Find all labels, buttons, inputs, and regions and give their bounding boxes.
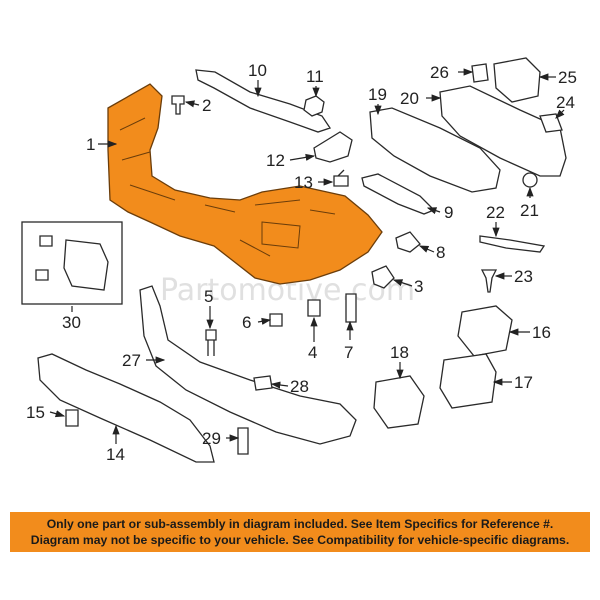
screw-30b-part	[35, 269, 49, 281]
screw-30a-part	[39, 235, 53, 247]
clip-23-part	[480, 269, 498, 293]
callout-4: 4	[308, 343, 317, 362]
reinforcement-20-part	[439, 85, 567, 177]
callout-21: 21	[520, 201, 539, 220]
bezel-18-part	[373, 375, 425, 429]
bolt-6-part	[269, 313, 283, 327]
lower-cover-27-part	[139, 285, 357, 445]
bolt-13-part	[333, 169, 349, 187]
callout-25: 25	[558, 68, 577, 87]
callout-28: 28	[290, 377, 309, 396]
callout-22: 22	[486, 203, 505, 222]
callout-13: 13	[294, 173, 313, 192]
callout-6: 6	[242, 313, 251, 332]
callout-11: 11	[306, 67, 324, 86]
upper-support-part	[195, 69, 332, 133]
disclaimer-line-1: Only one part or sub-assembly in diagram…	[46, 517, 554, 531]
clip-15-part	[65, 409, 79, 427]
callout-20: 20	[400, 89, 419, 108]
bracket-26-part	[471, 63, 489, 83]
nut-11-part	[303, 95, 325, 117]
bolt-29-part	[237, 427, 249, 455]
disclaimer-line-2: Diagram may not be specific to your vehi…	[30, 533, 570, 547]
plate-30-part	[63, 239, 109, 291]
callout-12: 12	[266, 151, 285, 170]
callout-7: 7	[344, 343, 353, 362]
callout-2: 2	[202, 96, 211, 115]
callout-26: 26	[430, 63, 449, 82]
bezel-16-part	[457, 305, 513, 357]
bracket-12-part	[313, 131, 353, 163]
callout-19: 19	[368, 85, 387, 104]
horn-25-part	[493, 57, 541, 103]
clip-8-part	[395, 231, 421, 253]
callout-29: 29	[202, 429, 221, 448]
callout-18: 18	[390, 343, 409, 362]
sensor-3-part	[371, 265, 395, 289]
callout-8: 8	[436, 243, 445, 262]
nut-21-part	[522, 172, 538, 188]
callout-27: 27	[122, 351, 141, 370]
bezel-17-part	[439, 353, 497, 409]
clip-4-part	[307, 299, 321, 317]
clip-2-part	[171, 95, 185, 115]
callout-1: 1	[86, 135, 95, 154]
callout-9: 9	[444, 203, 453, 222]
bolt-7-part	[345, 293, 357, 323]
callout-17: 17	[514, 373, 533, 392]
callout-15: 15	[26, 403, 45, 422]
callout-16: 16	[532, 323, 551, 342]
bracket-9-part	[361, 173, 436, 215]
clip-28-part	[253, 375, 273, 391]
skid-plate-14-part	[37, 353, 215, 463]
callout-24: 24	[556, 93, 575, 112]
callout-3: 3	[414, 277, 423, 296]
callout-10: 10	[248, 61, 267, 80]
bumper-cover-part	[107, 83, 383, 285]
bolt-5-part	[205, 329, 217, 356]
absorber-19-part	[369, 107, 501, 193]
callout-23: 23	[514, 267, 533, 286]
callout-14: 14	[106, 445, 125, 464]
disclaimer-banner: Only one part or sub-assembly in diagram…	[10, 512, 590, 552]
callout-5: 5	[204, 287, 213, 306]
callout-30: 30	[62, 313, 81, 332]
bracket-22-part	[479, 235, 546, 253]
leader-lines	[49, 68, 565, 444]
